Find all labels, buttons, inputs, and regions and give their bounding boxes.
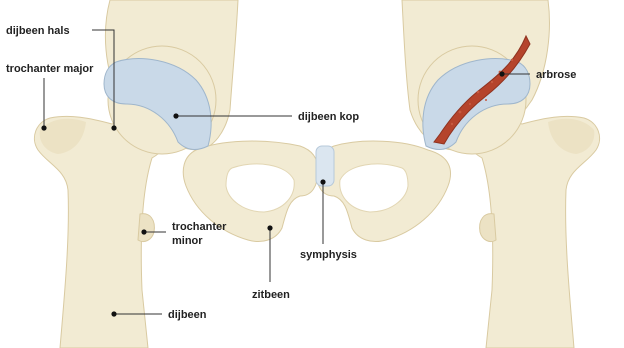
symphysis-cartilage xyxy=(316,146,334,186)
label-arbrose: arbrose xyxy=(536,69,576,81)
label-trochanter-major: trochanter major xyxy=(6,63,94,75)
label-symphysis: symphysis xyxy=(300,249,357,261)
left-femur xyxy=(34,46,216,348)
label-zitbeen: zitbeen xyxy=(252,289,290,301)
left-lesser-trochanter xyxy=(138,214,154,242)
label-trochanter-minor-line1: trochanter xyxy=(172,221,227,233)
right-lesser-trochanter xyxy=(480,214,496,242)
label-trochanter-minor-line2: minor xyxy=(172,235,203,247)
label-dijbeen: dijbeen xyxy=(168,309,207,321)
label-dijbeen-hals: dijbeen hals xyxy=(6,25,70,37)
label-dijbeen-kop: dijbeen kop xyxy=(298,111,359,123)
